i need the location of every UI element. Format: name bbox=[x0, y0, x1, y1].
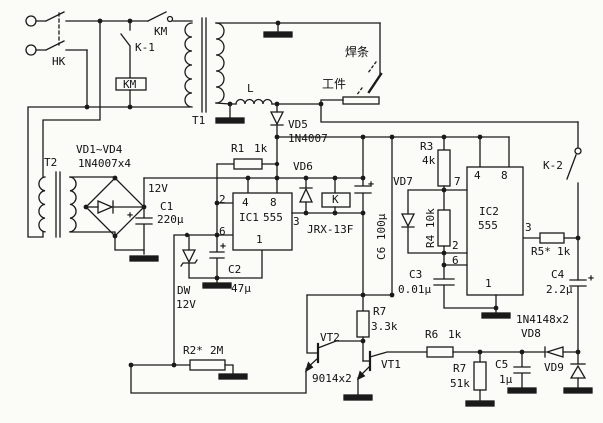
ic1-555 bbox=[232, 177, 364, 251]
label-t1: T1 bbox=[192, 114, 206, 127]
label-l: L bbox=[247, 82, 254, 95]
welding-output bbox=[215, 22, 579, 123]
label-r5: R5* bbox=[531, 245, 551, 258]
label-c1-val: 220μ bbox=[157, 213, 184, 226]
label-r7b: R7 bbox=[453, 362, 467, 375]
label-r1-val: 1k bbox=[254, 142, 268, 155]
label-vd8: VD8 bbox=[521, 327, 541, 340]
label-vd1-4: VD1~VD4 bbox=[76, 143, 123, 156]
output-row bbox=[426, 346, 579, 407]
c2-polarity: + bbox=[220, 241, 227, 252]
label-km-contact: KM bbox=[154, 25, 168, 38]
ic2-pin1: 1 bbox=[485, 277, 492, 290]
c4-polarity: + bbox=[588, 273, 595, 284]
label-r7a: R7 bbox=[373, 305, 387, 318]
k1-km-coil-branch bbox=[115, 20, 147, 108]
k2-right-rail bbox=[522, 121, 593, 394]
ic2-pin6: 6 bbox=[452, 254, 459, 267]
label-relay: K bbox=[332, 193, 339, 206]
label-vt-part: 9014x2 bbox=[312, 372, 352, 385]
label-r7a-val: 3.3k bbox=[371, 320, 398, 333]
label-c1: C1 bbox=[160, 200, 174, 213]
ic2-name: IC2 bbox=[479, 205, 499, 218]
label-vd5: VD5 bbox=[288, 118, 308, 131]
label-workpiece: 工件 bbox=[322, 77, 347, 91]
ic2-pin8: 8 bbox=[501, 169, 508, 182]
label-c3: C3 bbox=[409, 268, 423, 281]
km-contact-switch bbox=[147, 11, 193, 23]
vt2-transistor bbox=[304, 294, 364, 373]
label-km-coil: KM bbox=[123, 78, 137, 91]
label-c4: C4 bbox=[551, 268, 565, 281]
label-vd89-part: 1N4148x2 bbox=[516, 313, 569, 326]
label-vt2: VT2 bbox=[320, 331, 340, 344]
label-vt1: VT1 bbox=[381, 358, 401, 371]
vd6-diode bbox=[298, 177, 314, 214]
label-dw: DW bbox=[177, 284, 191, 297]
label-r6-val: 1k bbox=[448, 328, 462, 341]
label-k1: K-1 bbox=[135, 41, 155, 54]
label-dw-val: 12V bbox=[176, 298, 196, 311]
label-k2: K-2 bbox=[543, 159, 563, 172]
label-electrode: 焊条 bbox=[345, 45, 370, 59]
label-r1: R1 bbox=[231, 142, 245, 155]
ic2-type: 555 bbox=[478, 219, 498, 232]
c1-polarity: + bbox=[127, 210, 134, 221]
label-r6: R6 bbox=[425, 328, 439, 341]
label-r3: R3 bbox=[420, 140, 434, 153]
label-r5-val: 1k bbox=[557, 245, 571, 258]
ic1-pin3: 3 bbox=[293, 215, 300, 228]
label-vd9: VD9 bbox=[544, 361, 564, 374]
label-hk: HK bbox=[52, 55, 66, 68]
label-r4: R4 10k bbox=[424, 208, 437, 248]
ic2-pin4: 4 bbox=[474, 169, 481, 182]
relay-coil bbox=[321, 177, 351, 214]
hk-switch bbox=[25, 11, 149, 56]
ic1-name: IC1 bbox=[239, 211, 259, 224]
ic1-type: 555 bbox=[263, 211, 283, 224]
ic2-pin7: 7 bbox=[454, 175, 461, 188]
ic1-pin1: 1 bbox=[256, 233, 263, 246]
ic1-timing-network bbox=[173, 163, 263, 366]
ic2-network bbox=[400, 136, 524, 319]
ic1-pin4: 4 bbox=[242, 196, 249, 209]
label-vd6: VD6 bbox=[293, 160, 313, 173]
label-c3-val: 0.01μ bbox=[398, 283, 432, 296]
label-c6: C6 100μ bbox=[375, 213, 388, 260]
label-c4-val: 2.2μ bbox=[546, 283, 573, 296]
t2-transformer bbox=[38, 171, 116, 238]
label-r7b-val: 51k bbox=[450, 377, 470, 390]
vd5-diode bbox=[269, 103, 285, 179]
label-r2: R2* bbox=[183, 344, 203, 357]
c6-column bbox=[354, 136, 372, 362]
label-vd7: VD7 bbox=[393, 175, 413, 188]
label-r2-val: 2M bbox=[210, 344, 224, 357]
label-c2: C2 bbox=[228, 263, 242, 276]
label-c5: C5 bbox=[495, 358, 509, 371]
mains-wiring bbox=[27, 20, 191, 238]
r1-resistor bbox=[216, 158, 278, 170]
label-vd5-part: 1N4007 bbox=[288, 132, 328, 145]
ic1-pin6: 6 bbox=[219, 225, 226, 238]
ic1-pin8: 8 bbox=[270, 196, 277, 209]
label-vd1-4-part: 1N4007x4 bbox=[78, 157, 131, 170]
label-c5-val: 1μ bbox=[499, 373, 513, 386]
ic1-pin2: 2 bbox=[219, 193, 226, 206]
junction-dots bbox=[83, 18, 581, 368]
ic2-pin3: 3 bbox=[525, 221, 532, 234]
label-r3-val: 4k bbox=[422, 154, 436, 167]
t1-transformer bbox=[184, 17, 225, 113]
c6-polarity: + bbox=[368, 179, 375, 190]
bridge-rectifier bbox=[85, 177, 145, 237]
r2-network bbox=[130, 359, 307, 394]
vt1-transistor bbox=[343, 350, 428, 401]
label-12v: 12V bbox=[148, 182, 168, 195]
label-relay-part: JRX-13F bbox=[307, 223, 354, 236]
label-c2-val: 47μ bbox=[231, 282, 251, 295]
ic2-pin2: 2 bbox=[452, 239, 459, 252]
label-t2: T2 bbox=[44, 156, 58, 169]
